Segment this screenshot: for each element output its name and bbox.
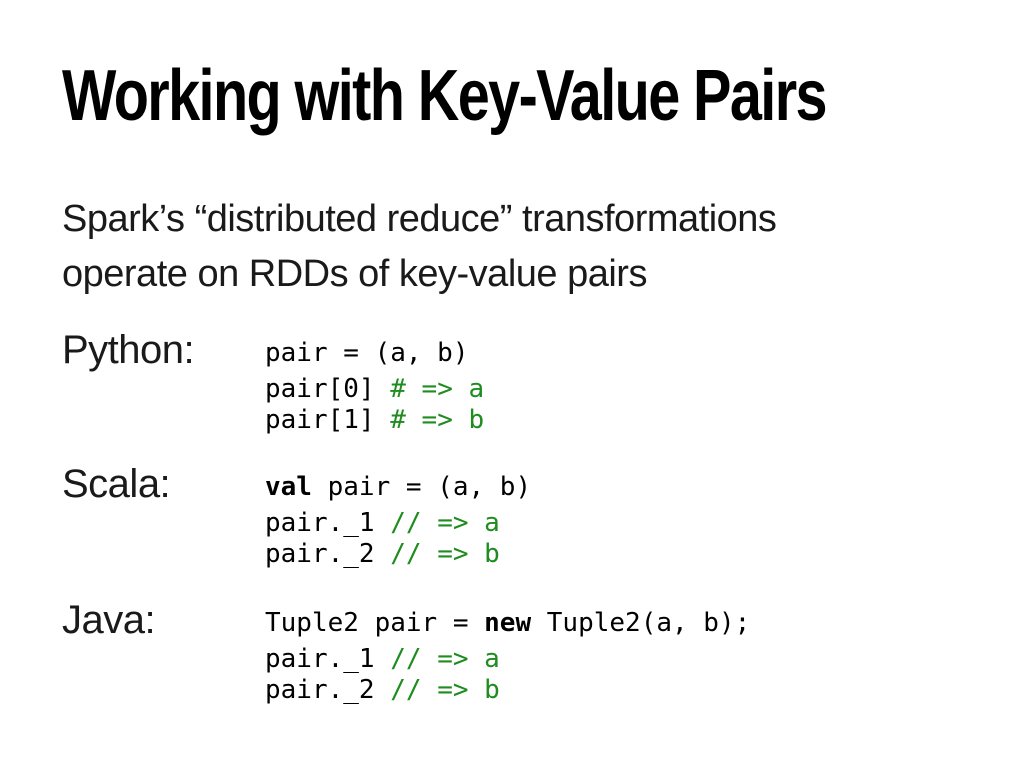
code-text: Tuple2 pair =	[265, 608, 485, 638]
code-text: pair._1	[265, 508, 391, 538]
code-line: Tuple2 pair = new Tuple2(a, b);	[265, 608, 750, 639]
section-label-python: Python:	[62, 328, 195, 372]
code-line: pair._2 // => b	[265, 539, 531, 570]
code-line: pair._1 // => a	[265, 644, 750, 675]
section-label-java: Java:	[62, 598, 156, 642]
code-line: pair = (a, b)	[265, 338, 484, 369]
slide-title: Working with Key-Value Pairs	[62, 56, 828, 136]
code-comment: // => b	[390, 539, 500, 569]
code-text: pair._1	[265, 644, 391, 674]
code-text: pair[0]	[265, 374, 391, 404]
code-text: val	[265, 472, 312, 502]
subtitle-line-1: Spark’s “distributed reduce” transformat…	[62, 198, 777, 240]
code-text: new	[484, 608, 532, 638]
code-line: pair[0] # => a	[265, 374, 484, 405]
code-text: pair = (a, b)	[311, 472, 532, 502]
code-comment: // => b	[390, 675, 500, 705]
code-comment: // => a	[390, 508, 500, 538]
code-comment: # => b	[390, 405, 485, 435]
code-line: pair._2 // => b	[265, 675, 750, 706]
code-text: Tuple2(a, b);	[531, 608, 751, 638]
code-line: pair._1 // => a	[265, 508, 531, 539]
code-text: pair._2	[265, 675, 391, 705]
code-line: val pair = (a, b)	[265, 472, 531, 503]
slide-subtitle: Spark’s “distributed reduce” transformat…	[62, 192, 777, 302]
code-comment: // => a	[390, 644, 500, 674]
code-text: pair._2	[265, 539, 391, 569]
code-line: pair[1] # => b	[265, 405, 484, 436]
code-text: pair[1]	[265, 405, 391, 435]
code-comment: # => a	[390, 374, 485, 404]
subtitle-line-2: operate on RDDs of key-value pairs	[62, 253, 647, 295]
code-text: pair = (a, b)	[265, 338, 469, 368]
section-label-scala: Scala:	[62, 462, 171, 506]
code-block-java: Tuple2 pair = new Tuple2(a, b); pair._1 /…	[265, 608, 750, 706]
